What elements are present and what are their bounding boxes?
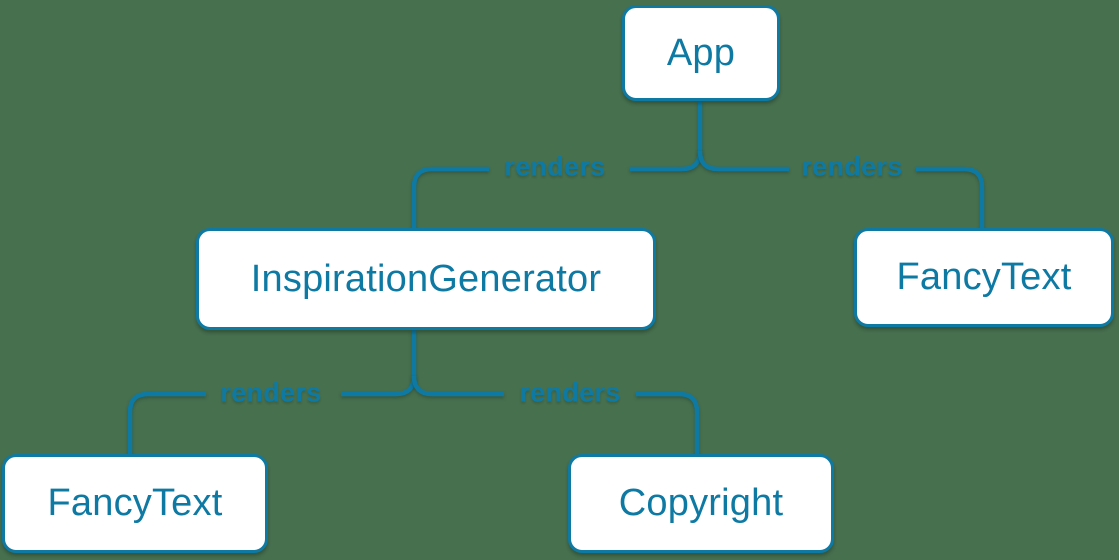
node-app-label: App (666, 31, 736, 74)
node-inspiration-generator-label: InspirationGenerator (250, 257, 602, 300)
node-inspiration-generator: InspirationGenerator (196, 228, 656, 330)
node-fancy-text-bottom: FancyText (2, 454, 268, 553)
edge-app-to-fancytext-right-curve (697, 150, 789, 172)
edge-label-renders-app-fancytext: renders (801, 151, 903, 182)
edge-inspirationgenerator-to-copyright-drop (636, 391, 700, 454)
edge-inspirationgenerator-to-fancytext-drop (127, 391, 206, 454)
edge-app-to-inspirationgenerator-left-curve (630, 150, 703, 172)
node-fancy-text-right: FancyText (854, 228, 1114, 327)
edge-inspirationgenerator-to-copyright-right-curve (411, 375, 504, 397)
edge-app-to-fancytext-drop (916, 166, 985, 228)
node-copyright: Copyright (568, 454, 834, 553)
node-app: App (622, 5, 780, 101)
edge-app-to-inspirationgenerator-drop (411, 166, 489, 228)
edge-label-renders-app-inspirationgenerator: renders (504, 151, 606, 182)
edge-label-renders-inspirationgenerator-copyright: renders (519, 377, 621, 408)
edge-label-renders-inspirationgenerator-fancytext: renders (220, 377, 322, 408)
node-fancy-text-bottom-label: FancyText (47, 482, 223, 524)
node-fancy-text-right-label: FancyText (896, 256, 1072, 298)
edge-inspirationgenerator-to-fancytext-left-curve (341, 375, 417, 397)
node-copyright-label: Copyright (618, 482, 784, 524)
